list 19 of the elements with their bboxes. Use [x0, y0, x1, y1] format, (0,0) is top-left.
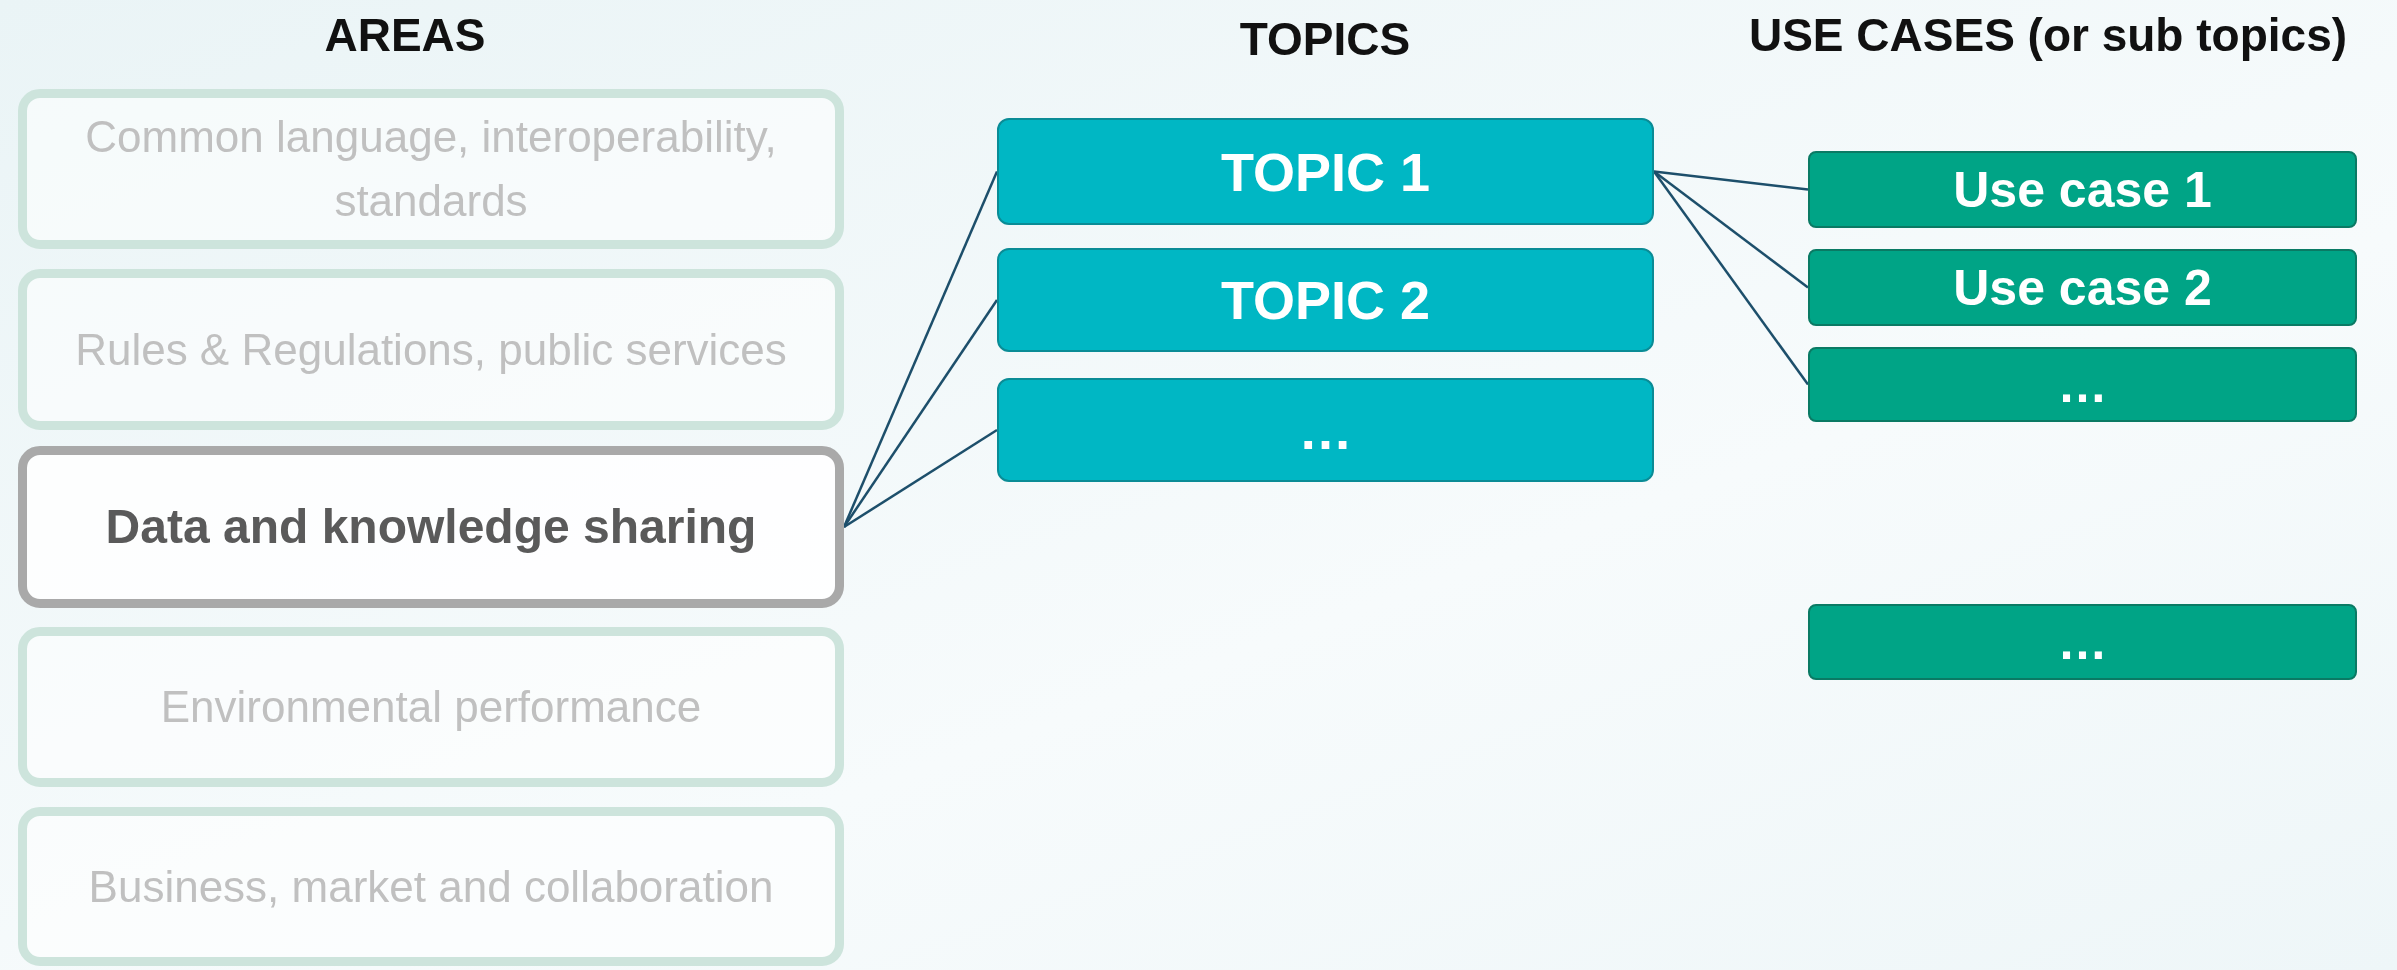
area-box: Environmental performance — [18, 627, 844, 787]
connector-line — [1653, 170, 1809, 289]
topic-box: TOPIC 1 — [997, 118, 1654, 225]
connector-line — [842, 299, 999, 528]
use-case-box: Use case 1 — [1808, 151, 2357, 228]
area-box: Rules & Regulations, public services — [18, 269, 844, 430]
column-heading: TOPICS — [1239, 12, 1411, 66]
column-heading: USE CASES (or sub topics) — [1748, 8, 2348, 62]
connector-line — [843, 428, 998, 529]
use-case-box: Use case 2 — [1808, 249, 2357, 326]
area-box: Business, market and collaboration — [18, 807, 844, 966]
use-case-box: … — [1808, 347, 2357, 422]
area-box: Data and knowledge sharing — [18, 446, 844, 608]
area-box: Common language, interoperability, standards — [18, 89, 844, 249]
column-heading: AREAS — [324, 8, 486, 62]
connector-line — [1653, 170, 1809, 191]
topic-box: TOPIC 2 — [997, 248, 1654, 352]
use-case-box: … — [1808, 604, 2357, 680]
topic-box: … — [997, 378, 1654, 482]
